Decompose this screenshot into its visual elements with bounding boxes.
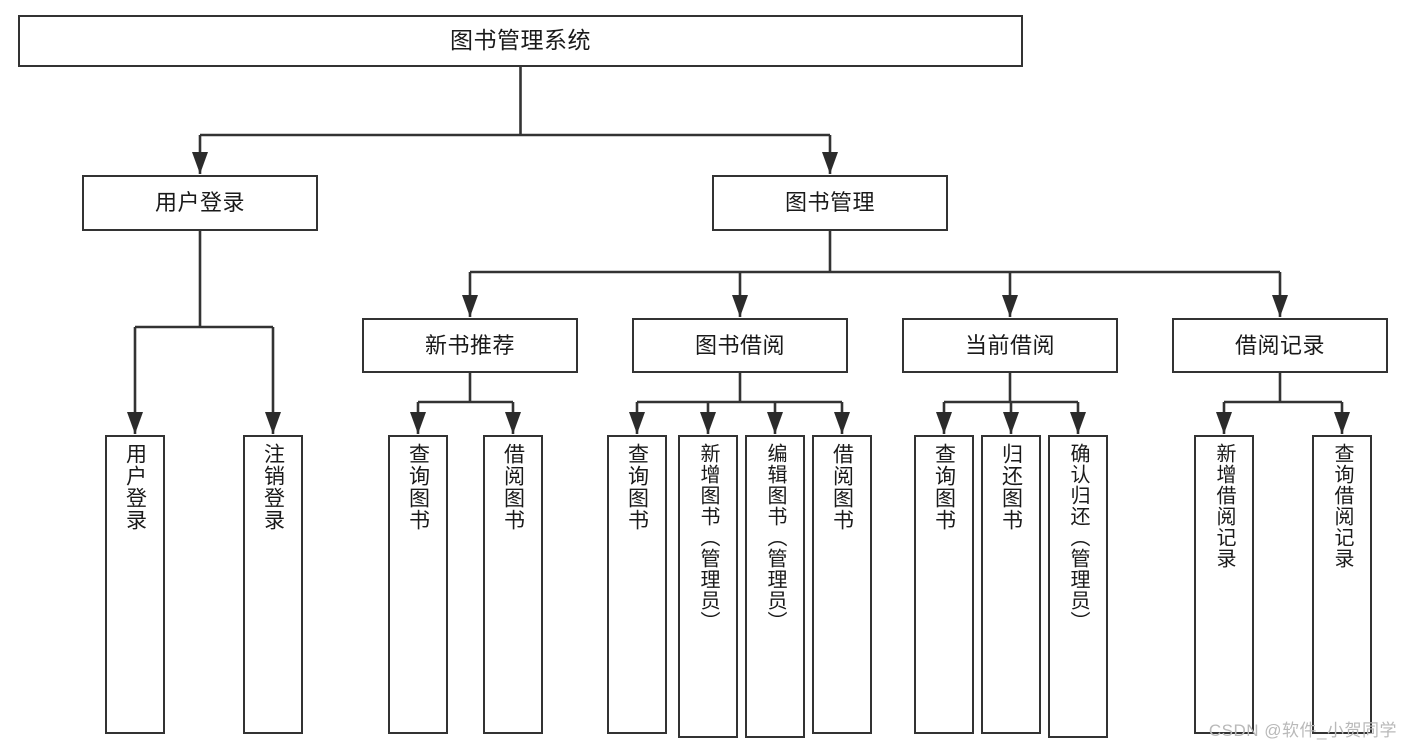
node-label: 查询图书 [625,443,649,531]
node-label: 借阅记录 [1234,332,1325,358]
arrowhead [629,412,645,434]
node-leaf-query-record[interactable]: 查询借阅记录 [1312,435,1372,734]
node-borrow-records[interactable]: 借阅记录 [1172,318,1388,373]
arrowhead [767,412,783,434]
node-label: 当前借阅 [964,332,1055,358]
arrowhead [410,412,426,434]
node-label: 注销登录 [261,443,285,531]
arrowhead [936,412,952,434]
node-book-borrow[interactable]: 图书借阅 [632,318,848,373]
node-label: 借阅图书 [830,443,854,531]
arrowhead [834,412,850,434]
node-label: 图书管理 [784,190,875,216]
node-leaf-query-book-1[interactable]: 查询图书 [388,435,448,734]
node-label: 新增借阅记录 [1213,443,1235,569]
node-label: 新书推荐 [424,332,515,358]
arrowhead [505,412,521,434]
node-leaf-return-book[interactable]: 归还图书 [981,435,1041,734]
arrowhead [1003,412,1019,434]
node-new-book-rec[interactable]: 新书推荐 [362,318,578,373]
arrowhead [1216,412,1232,434]
node-label: 查询借阅记录 [1331,443,1353,569]
node-label: 归还图书 [999,443,1023,531]
node-leaf-borrow-book-1[interactable]: 借阅图书 [483,435,543,734]
node-leaf-borrow-book-2[interactable]: 借阅图书 [812,435,872,734]
node-label: 图书借阅 [694,332,785,358]
node-label: 借阅图书 [501,443,525,531]
node-leaf-query-book-2[interactable]: 查询图书 [607,435,667,734]
node-label: 确认归还（管理员） [1067,443,1089,632]
arrowhead [462,295,478,317]
arrowhead [127,412,143,434]
node-label: 图书管理系统 [450,27,591,54]
node-leaf-add-record[interactable]: 新增借阅记录 [1194,435,1254,734]
arrowhead [265,412,281,434]
node-leaf-user-logout[interactable]: 注销登录 [243,435,303,734]
arrowhead [732,295,748,317]
node-label: 新增图书（管理员） [697,443,719,632]
node-leaf-confirm-return[interactable]: 确认归还（管理员） [1048,435,1108,738]
arrowhead [822,152,838,174]
node-label: 编辑图书（管理员） [764,443,786,632]
node-label: 用户登录 [154,190,245,216]
node-user-login[interactable]: 用户登录 [82,175,318,231]
arrowhead [192,152,208,174]
node-label: 查询图书 [406,443,430,531]
node-leaf-edit-book[interactable]: 编辑图书（管理员） [745,435,805,738]
node-current-borrow[interactable]: 当前借阅 [902,318,1118,373]
node-leaf-user-login[interactable]: 用户登录 [105,435,165,734]
arrowhead [1070,412,1086,434]
arrowhead [700,412,716,434]
node-book-manage[interactable]: 图书管理 [712,175,948,231]
arrowhead [1334,412,1350,434]
node-label: 用户登录 [123,443,147,531]
node-leaf-query-book-3[interactable]: 查询图书 [914,435,974,734]
arrowhead [1272,295,1288,317]
node-leaf-add-book[interactable]: 新增图书（管理员） [678,435,738,738]
node-root[interactable]: 图书管理系统 [18,15,1023,67]
arrowhead [1002,295,1018,317]
node-label: 查询图书 [932,443,956,531]
